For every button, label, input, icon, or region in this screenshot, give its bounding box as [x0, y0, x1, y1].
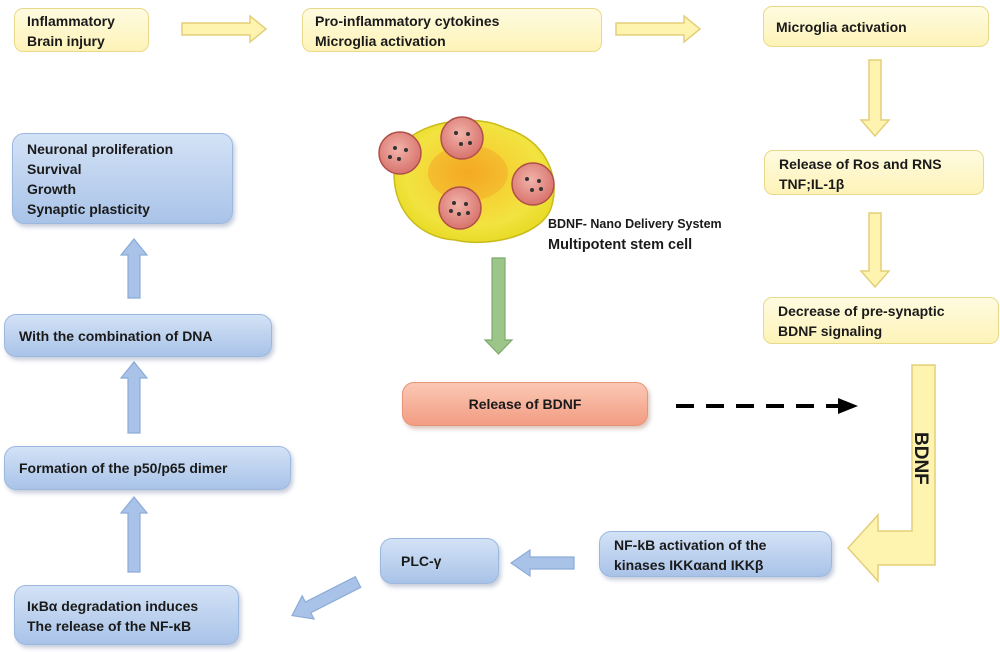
- node-nfkb-line-1: NF-kB activation of the: [614, 537, 767, 553]
- node-nfkb-activation: NF-kB activation of the kinases IKKαand …: [599, 531, 832, 577]
- node-dna-line-1: With the combination of DNA: [19, 328, 213, 344]
- node-ikb-line-1: IκBα degradation induces: [27, 598, 199, 614]
- arrow-plc-to-ikb: [291, 575, 362, 620]
- nanoparticle: [438, 186, 482, 230]
- node-cytokines-line-1: Pro-inflammatory cytokines: [315, 13, 500, 29]
- node-plc: PLC-γ: [380, 538, 499, 584]
- node-cytokines: Pro-inflammatory cytokines Microglia act…: [302, 8, 602, 52]
- node-inflammatory-line-2: Brain injury: [27, 33, 105, 49]
- node-ros: Release of Ros and RNS TNF;IL-1β: [764, 150, 984, 195]
- node-microglia: Microglia activation: [763, 6, 989, 47]
- node-release-bdnf-line-1: Release of BDNF: [468, 396, 582, 412]
- node-release-bdnf: Release of BDNF: [402, 382, 648, 426]
- dashed-arrow-head: [838, 398, 858, 414]
- nanoparticle: [378, 131, 422, 175]
- arrow-dna-to-proliferation: [119, 238, 149, 299]
- stem-cell-graphic: [393, 119, 555, 244]
- nano-label-1: BDNF- Nano Delivery System: [548, 217, 722, 231]
- arrow-ikb-to-dimer: [119, 496, 149, 573]
- node-dna: With the combination of DNA: [4, 314, 272, 357]
- node-microglia-line-1: Microglia activation: [776, 19, 907, 35]
- arrow-dimer-to-dna: [119, 361, 149, 434]
- node-ikb-line-2: The release of the NF-κB: [27, 618, 192, 634]
- node-plc-line-1: PLC-γ: [401, 553, 442, 569]
- arrow-inflammatory-to-cytokines: [181, 14, 268, 44]
- node-ros-line-1: Release of Ros and RNS: [779, 156, 942, 172]
- bdnf-bent-arrow: [846, 364, 936, 583]
- node-proliferation-line-3: Growth: [27, 181, 76, 197]
- arrow-nfkb-to-plc: [509, 548, 575, 578]
- bdnf-arrow-label: BDNF: [910, 432, 931, 485]
- node-proliferation: Neuronal proliferation Survival Growth S…: [12, 133, 233, 224]
- node-decrease-line-1: Decrease of pre-synaptic: [778, 303, 945, 319]
- node-dimer: Formation of the p50/p65 dimer: [4, 446, 291, 490]
- node-decrease: Decrease of pre-synaptic BDNF signaling: [763, 297, 999, 344]
- nanoparticle: [440, 116, 484, 160]
- node-decrease-line-2: BDNF signaling: [778, 323, 883, 339]
- arrow-cytokines-to-microglia: [615, 14, 702, 44]
- node-proliferation-line-2: Survival: [27, 161, 82, 177]
- nano-label-2: Multipotent stem cell: [548, 237, 693, 253]
- node-dimer-line-1: Formation of the p50/p65 dimer: [19, 460, 228, 476]
- node-nfkb-line-2: kinases IKKαand IKKβ: [614, 557, 764, 573]
- node-ros-line-2: TNF;IL-1β: [779, 176, 845, 192]
- arrow-microglia-to-ros: [859, 59, 891, 138]
- arrow-ros-to-decrease: [859, 212, 891, 289]
- green-arrow-release: [483, 257, 514, 355]
- node-proliferation-line-1: Neuronal proliferation: [27, 141, 174, 157]
- node-inflammatory: Inflammatory Brain injury: [14, 8, 149, 52]
- nanoparticle: [511, 162, 555, 206]
- node-cytokines-line-2: Microglia activation: [315, 33, 446, 49]
- node-proliferation-line-4: Synaptic plasticity: [27, 201, 150, 217]
- node-inflammatory-line-1: Inflammatory: [27, 13, 115, 29]
- node-ikb: IκBα degradation induces The release of …: [14, 585, 239, 645]
